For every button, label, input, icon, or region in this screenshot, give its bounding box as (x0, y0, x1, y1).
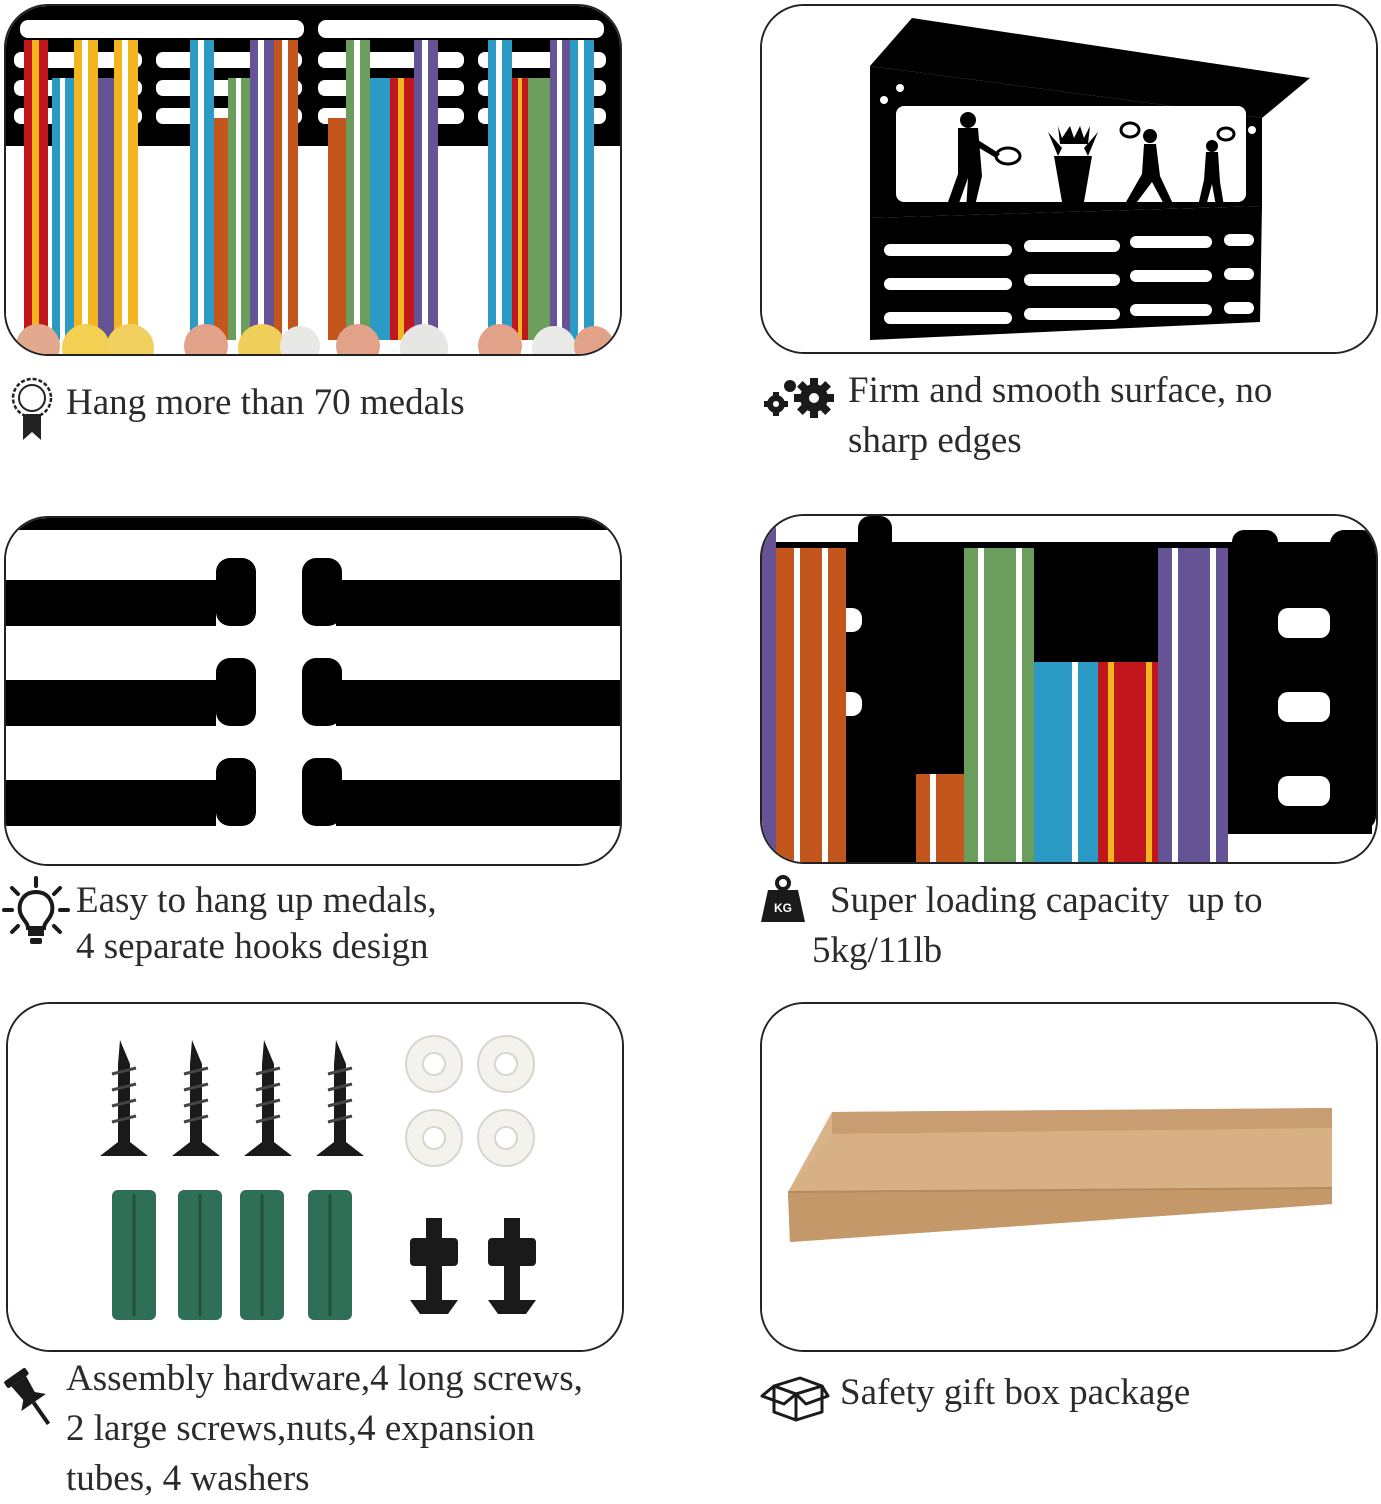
hardware-photo (6, 1002, 624, 1352)
lightbulb-icon (2, 876, 70, 946)
caption-line: sharp edges (848, 420, 1022, 461)
medal-ribbon-icon (8, 376, 56, 442)
caption-line: Hang more than 70 medals (66, 382, 465, 423)
caption-hardware: Assembly hardware,4 long screws, 2 large… (66, 1354, 583, 1504)
caption-line: Firm and smooth surface, no (848, 370, 1273, 411)
caption-line: tubes, 4 washers (66, 1458, 310, 1499)
caption-line: Super loading capacity up to (830, 880, 1263, 921)
hooks-closeup-photo (4, 516, 622, 866)
ribbons-closeup-photo (760, 514, 1378, 864)
gift-box-photo (760, 1002, 1378, 1352)
hardware-illustration (8, 1004, 622, 1350)
gears-icon (758, 376, 834, 420)
caption-line: Safety gift box package (840, 1372, 1191, 1413)
weight-kg-label: KG (774, 901, 792, 915)
pushpin-icon (4, 1366, 54, 1432)
tennis-rack-photo (760, 4, 1378, 354)
ribbons-closeup-illustration (762, 516, 1376, 862)
caption-package: Safety gift box package (840, 1368, 1190, 1418)
caption-line: Assembly hardware,4 long screws, (66, 1358, 583, 1399)
medal-rack-photo (4, 4, 622, 356)
gift-box-illustration (762, 1004, 1376, 1350)
box-icon (760, 1370, 830, 1422)
caption-line: Easy to hang up medals, (76, 880, 437, 921)
caption-hooks: Easy to hang up medals, 4 separate hooks… (76, 876, 437, 972)
caption-line: 4 separate hooks design (76, 926, 429, 967)
caption-medals: Hang more than 70 medals (66, 378, 465, 428)
caption-capacity: Super loading capacity up to 5kg/11lb (812, 876, 1263, 976)
caption-line: 5kg/11lb (812, 930, 943, 971)
medal-rack-illustration (6, 6, 620, 354)
tennis-rack-illustration (762, 6, 1376, 352)
caption-surface: Firm and smooth surface, no sharp edges (848, 366, 1272, 466)
caption-line: 2 large screws,nuts,4 expansion (66, 1408, 535, 1449)
hooks-illustration (6, 518, 620, 864)
weight-kg-icon: KG (760, 874, 806, 924)
